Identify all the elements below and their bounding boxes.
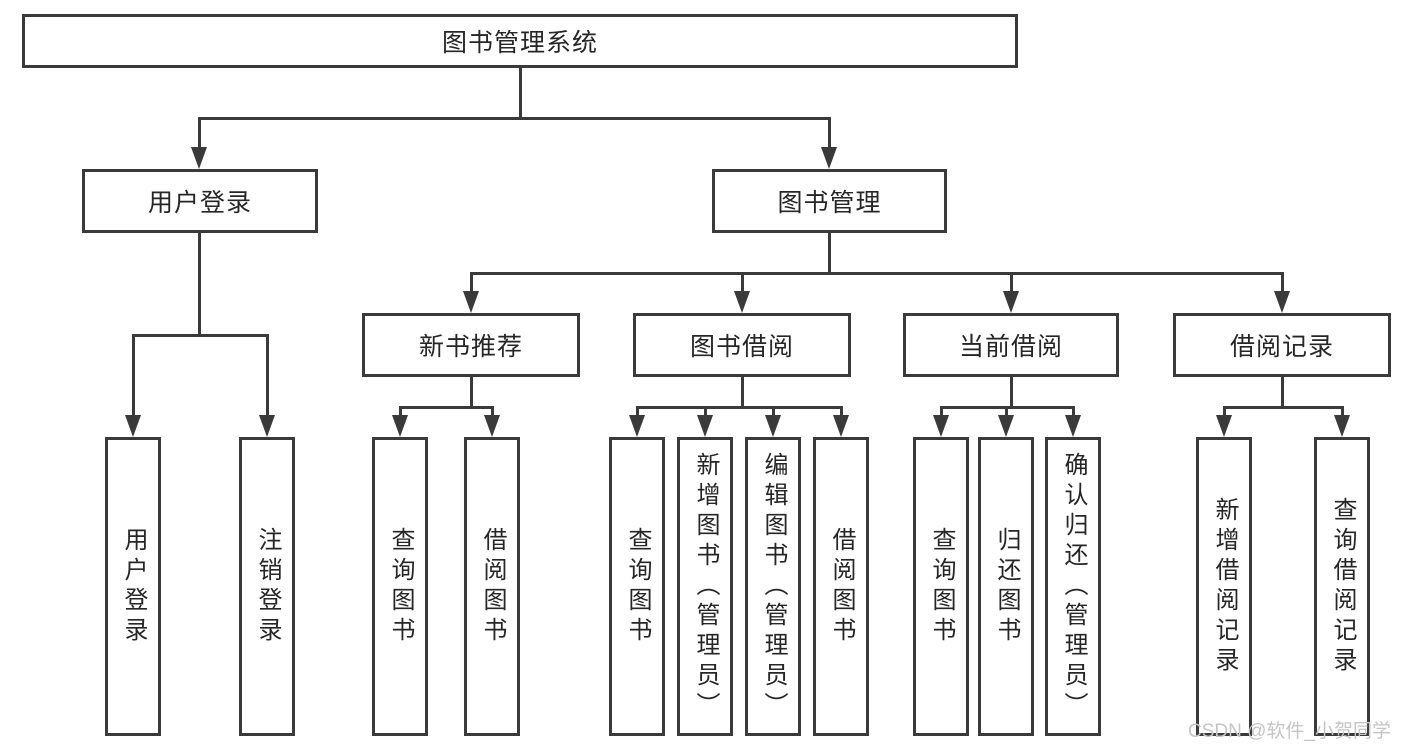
arrow-down-icon xyxy=(1065,415,1081,437)
node-label: 借阅图书 xyxy=(828,526,855,647)
node-user-login-leaf: 用户登录 xyxy=(105,437,161,736)
connector-line xyxy=(740,272,744,293)
connector-line xyxy=(635,406,639,419)
connector-line xyxy=(939,406,943,419)
connector-line xyxy=(771,406,775,419)
node-query-books-1: 查询图书 xyxy=(372,437,428,736)
node-label: 查询借阅记录 xyxy=(1329,496,1356,677)
arrow-down-icon xyxy=(734,291,750,313)
node-query-books-2: 查询图书 xyxy=(609,437,665,736)
arrow-down-icon xyxy=(463,291,479,313)
arrow-down-icon xyxy=(392,415,408,437)
connector-line xyxy=(827,233,831,274)
connector-line xyxy=(703,406,707,419)
connector-line xyxy=(197,117,831,120)
connector-line xyxy=(398,406,494,409)
arrow-down-icon xyxy=(1334,415,1350,437)
node-label: 图书借阅 xyxy=(689,333,794,361)
node-label: 图书管理 xyxy=(777,189,882,217)
node-label: 用户登录 xyxy=(120,526,147,647)
connector-line xyxy=(740,377,744,408)
connector-line xyxy=(265,334,269,418)
node-book-management: 图书管理 xyxy=(712,169,947,233)
node-library-management-system: 图书管理系统 xyxy=(22,14,1018,68)
node-query-books-3: 查询图书 xyxy=(913,437,969,736)
connector-line xyxy=(197,117,201,149)
connector-line xyxy=(839,406,843,419)
connector-line xyxy=(131,334,135,418)
node-add-book-admin: 新增图书（管理员） xyxy=(677,437,733,736)
arrow-down-icon xyxy=(1274,291,1290,313)
node-label: 图书管理系统 xyxy=(441,29,598,57)
node-query-borrow-record: 查询借阅记录 xyxy=(1314,437,1370,736)
connector-line xyxy=(1280,272,1284,293)
connector-line xyxy=(490,406,494,419)
node-add-borrow-record: 新增借阅记录 xyxy=(1196,437,1252,736)
node-label: 新增图书（管理员） xyxy=(692,451,719,722)
arrow-down-icon xyxy=(1003,291,1019,313)
node-label: 新增借阅记录 xyxy=(1211,496,1238,677)
connector-line xyxy=(635,406,843,409)
arrow-down-icon xyxy=(833,415,849,437)
arrow-down-icon xyxy=(1216,415,1232,437)
node-label: 注销登录 xyxy=(254,526,281,647)
connector-line xyxy=(398,406,402,419)
node-user-login: 用户登录 xyxy=(82,169,318,233)
node-label: 查询图书 xyxy=(624,526,651,647)
connector-line xyxy=(1280,377,1284,408)
node-borrow-books-2: 借阅图书 xyxy=(813,437,869,736)
arrow-down-icon xyxy=(998,415,1014,437)
node-label: 查询图书 xyxy=(387,526,414,647)
node-edit-book-admin: 编辑图书（管理员） xyxy=(745,437,801,736)
connector-line xyxy=(469,272,1283,275)
arrow-down-icon xyxy=(697,415,713,437)
node-current-borrowing: 当前借阅 xyxy=(903,313,1119,377)
connector-line xyxy=(469,377,473,408)
node-confirm-return-admin: 确认归还（管理员） xyxy=(1045,437,1101,736)
node-return-book: 归还图书 xyxy=(978,437,1034,736)
node-label: 编辑图书（管理员） xyxy=(760,451,787,722)
arrow-down-icon xyxy=(484,415,500,437)
connector-line xyxy=(469,272,473,293)
watermark-text: CSDN @软件_小贺同学 xyxy=(1188,721,1391,742)
arrow-down-icon xyxy=(259,415,275,437)
arrow-down-icon xyxy=(125,415,141,437)
node-label: 查询图书 xyxy=(928,526,955,647)
connector-line xyxy=(131,334,269,337)
connector-line xyxy=(1009,377,1013,408)
connector-line xyxy=(518,68,522,118)
connector-line xyxy=(827,117,831,149)
node-label: 归还图书 xyxy=(993,526,1020,647)
connector-line xyxy=(1222,406,1344,409)
node-book-borrowing: 图书借阅 xyxy=(633,313,851,377)
node-label: 用户登录 xyxy=(147,189,252,217)
connector-line xyxy=(1340,406,1344,419)
node-borrow-books-1: 借阅图书 xyxy=(464,437,520,736)
arrow-down-icon xyxy=(821,147,837,169)
connector-line xyxy=(1222,406,1226,419)
node-borrowing-records: 借阅记录 xyxy=(1173,313,1391,377)
connector-line xyxy=(1009,272,1013,293)
arrow-down-icon xyxy=(933,415,949,437)
node-label: 新书推荐 xyxy=(418,333,523,361)
arrow-down-icon xyxy=(765,415,781,437)
node-logout-leaf: 注销登录 xyxy=(239,437,295,736)
node-label: 借阅图书 xyxy=(479,526,506,647)
node-new-book-recommendation: 新书推荐 xyxy=(362,313,580,377)
connector-line xyxy=(1004,406,1008,419)
node-label: 当前借阅 xyxy=(958,333,1063,361)
connector-line xyxy=(1071,406,1075,419)
node-label: 借阅记录 xyxy=(1229,333,1334,361)
connector-line xyxy=(197,233,201,336)
arrow-down-icon xyxy=(629,415,645,437)
arrow-down-icon xyxy=(191,147,207,169)
node-label: 确认归还（管理员） xyxy=(1060,451,1087,722)
